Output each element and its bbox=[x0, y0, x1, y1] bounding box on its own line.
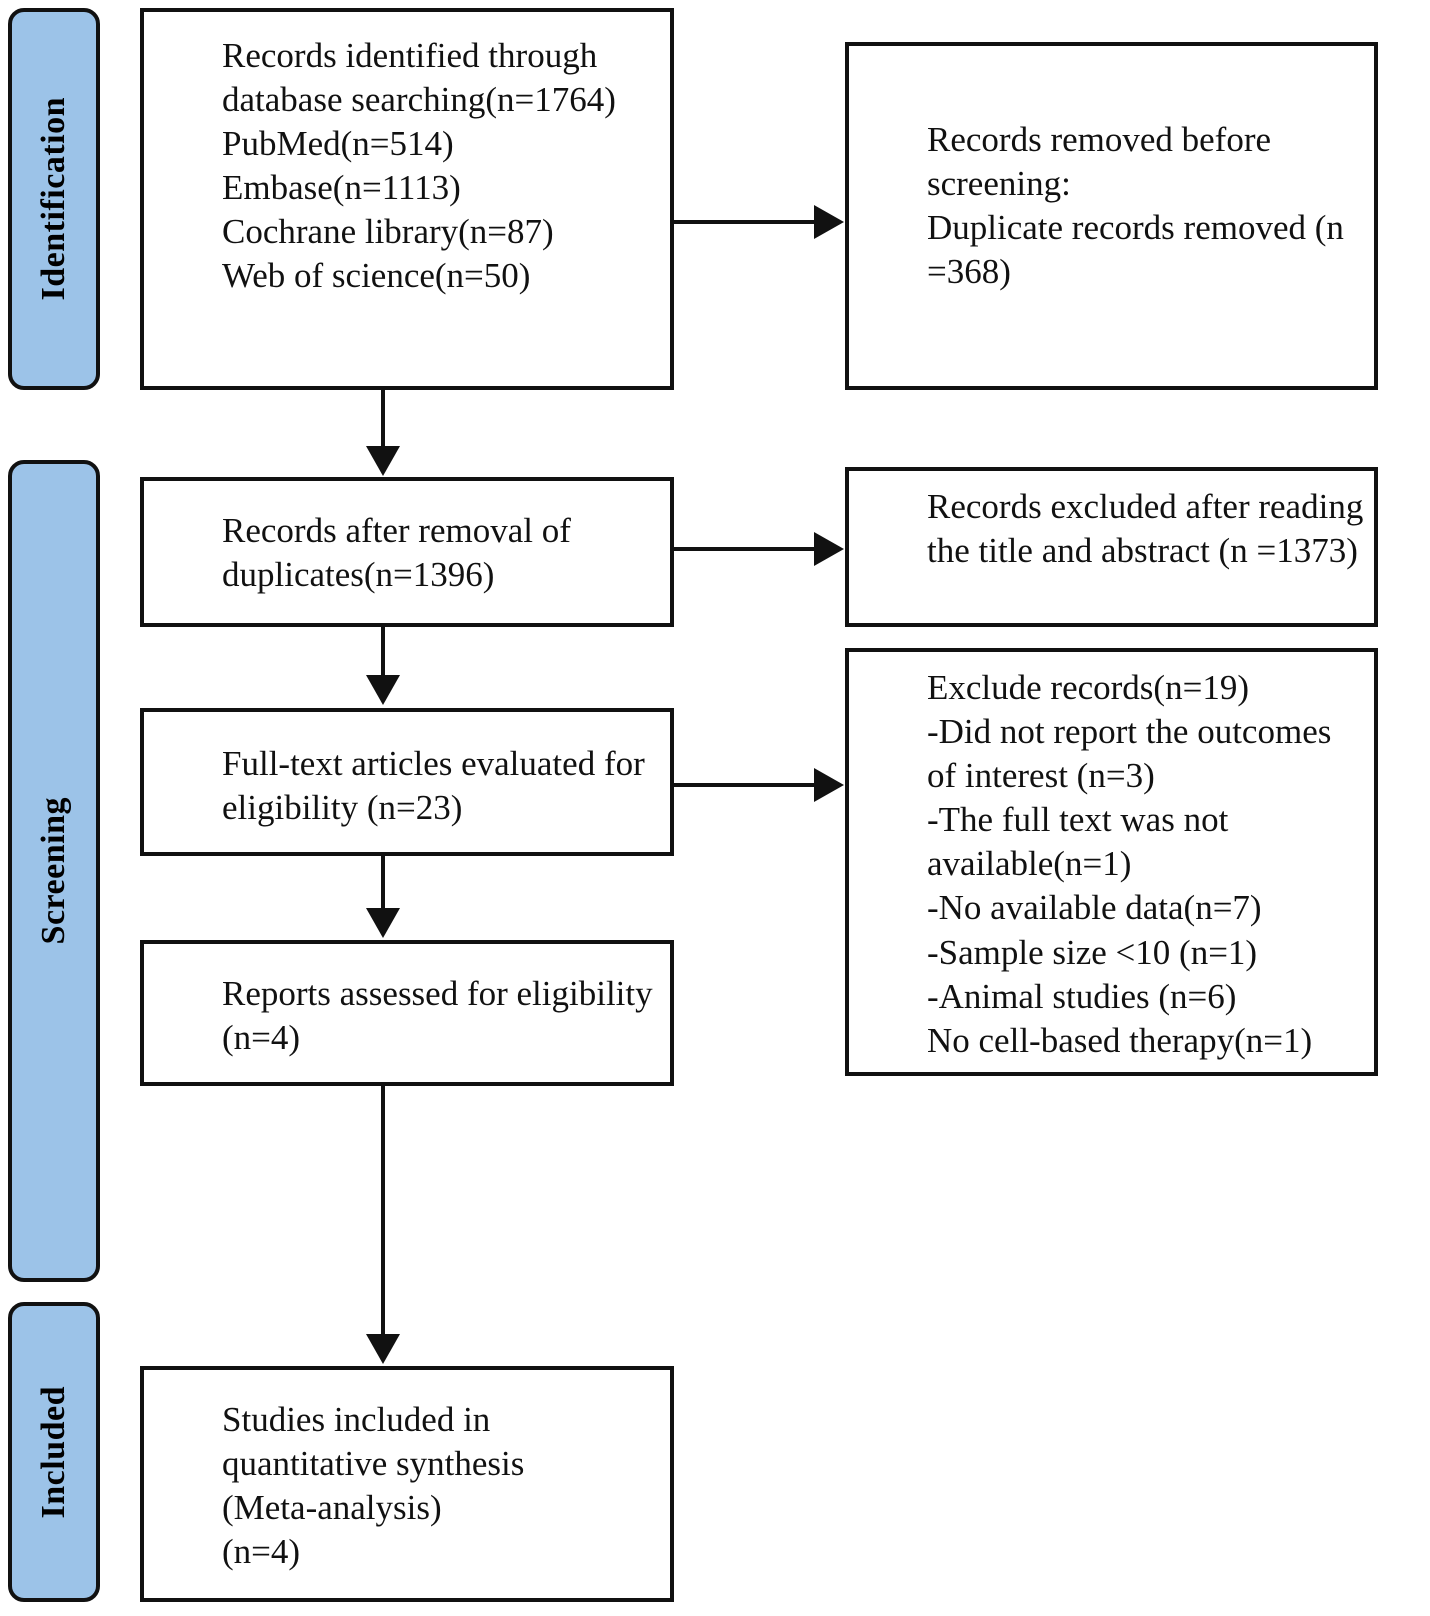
connector-fulltext-to-exclude-line bbox=[674, 783, 816, 787]
connector-reports-to-included-line bbox=[381, 1086, 385, 1336]
box-records-after-duplicates: Records after removal of duplicates(n=13… bbox=[140, 477, 674, 627]
connector-fulltext-to-reports-line bbox=[381, 856, 385, 910]
box-studies-included: Studies included in quantitative synthes… bbox=[140, 1366, 674, 1602]
box-exclude-records: Exclude records(n=19) -Did not report th… bbox=[845, 648, 1378, 1076]
box-fulltext-evaluated-text: Full-text articles evaluated for eligibi… bbox=[222, 744, 645, 828]
box-records-after-duplicates-text: Records after removal of duplicates(n=13… bbox=[222, 511, 571, 595]
box-records-identified: Records identified through database sear… bbox=[140, 8, 674, 390]
box-studies-included-text: Studies included in quantitative synthes… bbox=[222, 1400, 525, 1572]
box-records-excluded-title-abstract: Records excluded after reading the title… bbox=[845, 467, 1378, 627]
box-records-removed: Records removed before screening: Duplic… bbox=[845, 42, 1378, 390]
connector-identified-to-after-duplicates-arrow bbox=[366, 446, 400, 476]
stage-tab-screening-label: Screening bbox=[35, 797, 72, 945]
stage-tab-included-label: Included bbox=[35, 1385, 72, 1519]
connector-fulltext-to-reports-arrow bbox=[366, 908, 400, 938]
connector-after-duplicates-to-excluded-arrow bbox=[814, 532, 844, 566]
box-records-identified-text: Records identified through database sear… bbox=[222, 36, 616, 296]
box-fulltext-evaluated: Full-text articles evaluated for eligibi… bbox=[140, 708, 674, 856]
stage-tab-included: Included bbox=[8, 1302, 100, 1602]
connector-fulltext-to-exclude-arrow bbox=[814, 768, 844, 802]
connector-identified-to-removed-line bbox=[674, 220, 816, 224]
box-reports-assessed-text: Reports assessed for eligibility (n=4) bbox=[222, 974, 653, 1058]
connector-after-duplicates-to-excluded-line bbox=[674, 547, 816, 551]
box-records-removed-text: Records removed before screening: Duplic… bbox=[927, 120, 1344, 292]
connector-after-duplicates-to-fulltext-arrow bbox=[366, 675, 400, 705]
connector-identified-to-removed-arrow bbox=[814, 205, 844, 239]
stage-tab-identification-label: Identification bbox=[35, 97, 72, 301]
box-reports-assessed: Reports assessed for eligibility (n=4) bbox=[140, 940, 674, 1086]
connector-identified-to-after-duplicates-line bbox=[381, 390, 385, 448]
connector-after-duplicates-to-fulltext-line bbox=[381, 627, 385, 677]
box-records-excluded-title-abstract-text: Records excluded after reading the title… bbox=[927, 487, 1364, 571]
connector-reports-to-included-arrow bbox=[366, 1334, 400, 1364]
stage-tab-screening: Screening bbox=[8, 460, 100, 1282]
stage-tab-identification: Identification bbox=[8, 8, 100, 390]
box-exclude-records-text: Exclude records(n=19) -Did not report th… bbox=[927, 668, 1332, 1060]
